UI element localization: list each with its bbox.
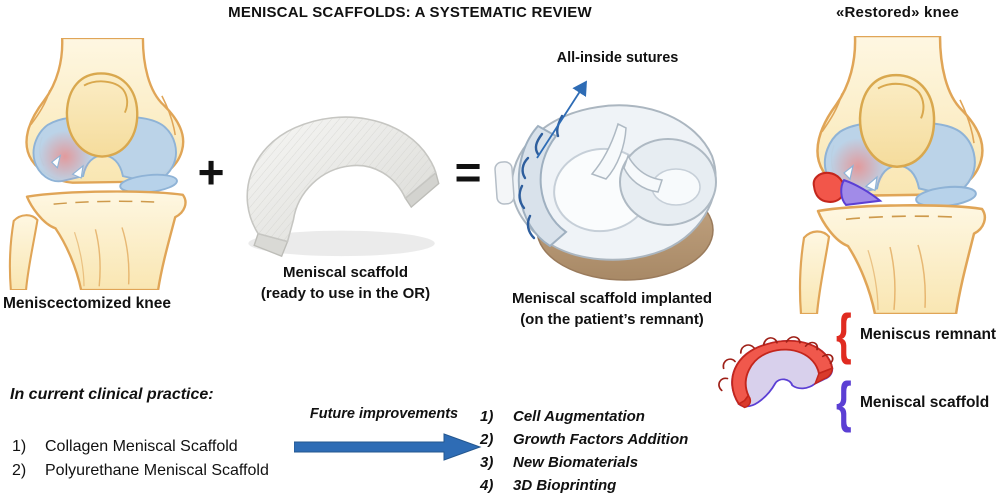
scaffold-caption: Meniscal scaffold (ready to use in the O… [243,262,448,304]
meniscal-scaffold-illustration [246,116,440,258]
clinical-item-2: 2) Polyurethane Meniscal Scaffold [12,461,269,480]
future-item-3-num: 3) [480,454,494,471]
future-improvements-label: Future improvements [309,406,459,422]
clinical-item-1-num: 1) [12,438,27,455]
future-item-1: 1) Cell Augmentation [480,407,645,426]
future-item-2: 2) Growth Factors Addition [480,430,688,449]
implanted-caption-line2: (on the patient’s remnant) [520,311,704,328]
future-item-2-num: 2) [480,431,494,448]
clinical-item-1-label: Collagen Meniscal Scaffold [45,438,238,455]
equals-operator: = [454,146,482,198]
diagram-suture-curls [718,336,834,392]
scaffold-brace-icon: { [836,370,852,433]
scaffold-caption-line1: Meniscal scaffold [282,264,409,281]
implanted-caption-line1: Meniscal scaffold implanted [511,290,713,307]
future-item-3: 3) New Biomaterials [480,453,638,472]
meniscectomized-knee-illustration [8,38,198,290]
restored-knee-title: «Restored» knee [835,4,960,21]
future-item-4-label: 3D Bioprinting [513,477,617,494]
implanted-scaffold-illustration [494,104,717,281]
all-inside-sutures-label: All-inside sutures [556,50,679,66]
meniscectomized-caption: Meniscectomized knee [3,295,171,312]
future-item-2-label: Growth Factors Addition [513,431,689,448]
future-improvements-arrow-icon [294,433,482,461]
meniscus-diagram-illustration [718,336,834,409]
meniscal-scaffold-label: Meniscal scaffold [860,394,990,411]
clinical-item-1: 1) Collagen Meniscal Scaffold [12,437,238,456]
suture-stitches [518,114,564,240]
scaffold-caption-line2: (ready to use in the OR) [260,285,431,302]
future-item-4: 4) 3D Bioprinting [480,476,616,495]
future-item-1-num: 1) [480,408,494,425]
future-item-1-label: Cell Augmentation [513,408,645,425]
future-item-3-label: New Biomaterials [513,454,639,471]
meniscus-remnant-implant [812,171,846,203]
meniscus-remnant-label: Meniscus remnant [860,326,997,343]
figure-title: MENISCAL SCAFFOLDS: A SYSTEMATIC REVIEW [228,4,592,21]
clinical-item-2-label: Polyurethane Meniscal Scaffold [45,462,269,479]
meniscal-scaffold-implant [840,178,883,206]
future-item-4-num: 4) [480,477,494,494]
implanted-caption: Meniscal scaffold implanted (on the pati… [492,288,732,330]
sutures-pointer-arrow-icon [536,80,587,159]
clinical-item-2-num: 2) [12,462,27,479]
plus-operator: + [197,146,225,198]
remnant-brace-icon: { [836,302,852,365]
clinical-practice-heading: In current clinical practice: [10,386,214,403]
restored-knee-illustration [798,36,998,314]
